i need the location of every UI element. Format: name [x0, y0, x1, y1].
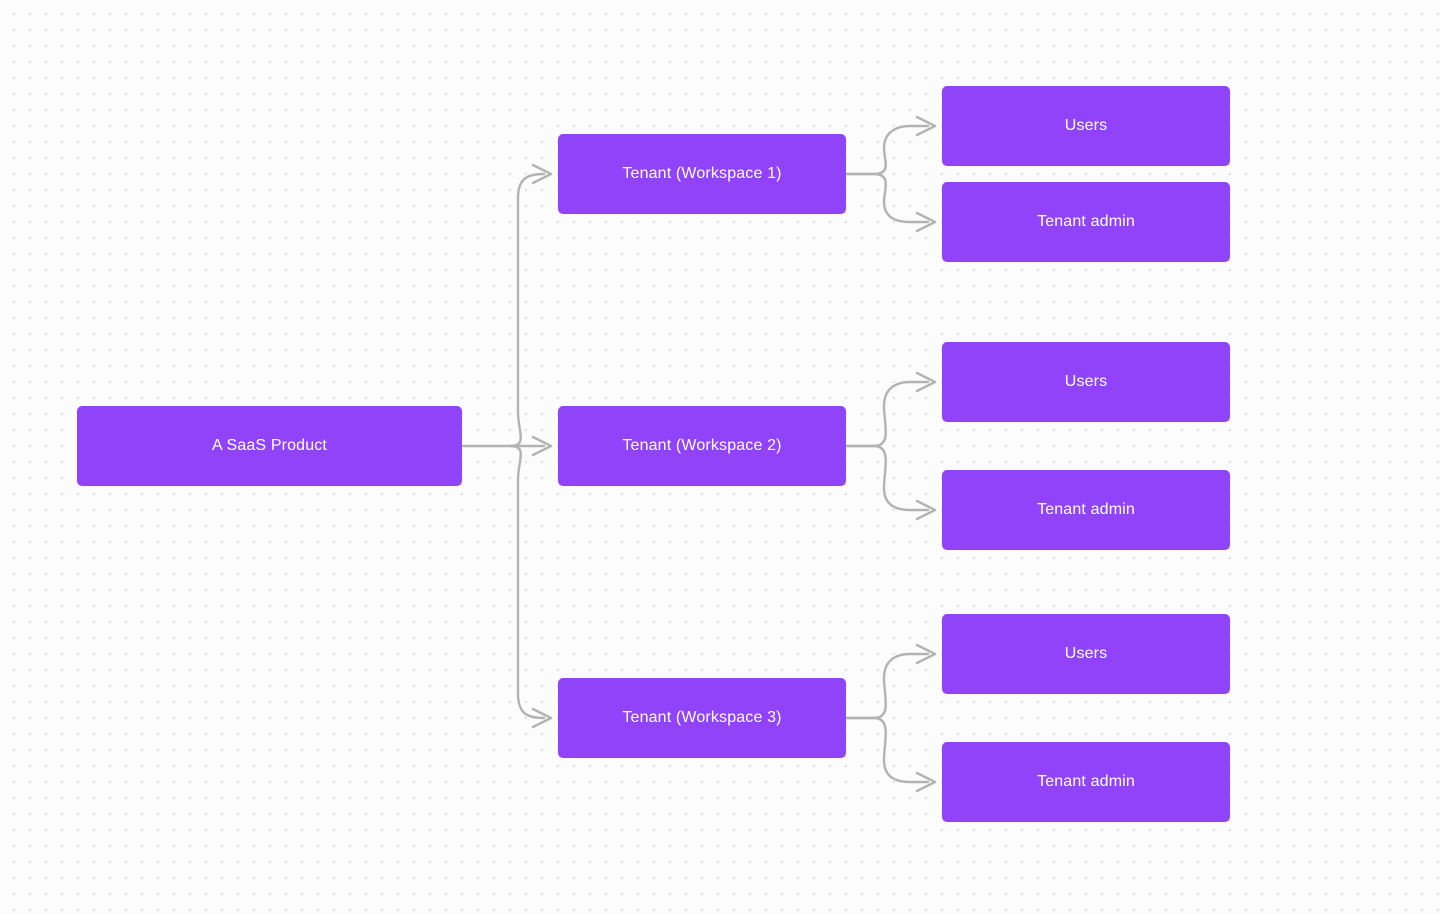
node-label: Users — [1064, 117, 1108, 134]
edge-tenant1-to-admin1 — [844, 172, 930, 224]
edge-tenant3-to-admin3-arrow — [915, 771, 937, 793]
edge-tenant3-to-users3 — [844, 652, 930, 720]
node-users-3[interactable]: Users — [942, 614, 1230, 694]
edge-tenant1-to-admin1-arrow — [915, 211, 937, 233]
edge-product-to-tenant3-arrow — [531, 707, 553, 729]
edge-product-to-tenant1-arrow — [531, 163, 553, 185]
edge-tenant1-to-users1 — [844, 124, 930, 176]
node-tenant-admin-2[interactable]: Tenant admin — [942, 470, 1230, 550]
edge-tenant3-to-admin3 — [844, 716, 930, 784]
node-saas-product[interactable]: A SaaS Product — [77, 406, 462, 486]
node-label: Tenant (Workspace 1) — [622, 165, 782, 182]
node-label: Users — [1064, 373, 1108, 390]
edge-tenant2-to-users2 — [844, 380, 930, 448]
node-tenant-workspace-3[interactable]: Tenant (Workspace 3) — [558, 678, 846, 758]
node-tenant-admin-1[interactable]: Tenant admin — [942, 182, 1230, 262]
edge-tenant3-to-users3-arrow — [915, 643, 937, 665]
node-label: Tenant (Workspace 3) — [622, 709, 782, 726]
edge-product-to-tenant3 — [508, 444, 546, 720]
edge-tenant1-to-users1-arrow — [915, 115, 937, 137]
node-label: Tenant admin — [1037, 213, 1135, 230]
node-label: Tenant admin — [1037, 501, 1135, 518]
edge-product-to-tenant2-arrow — [531, 435, 553, 457]
edge-tenant2-to-admin2-arrow — [915, 499, 937, 521]
edge-product-to-tenant1 — [508, 172, 546, 448]
edge-tenant2-to-users2-arrow — [915, 371, 937, 393]
node-label: Tenant admin — [1037, 773, 1135, 790]
node-tenant-admin-3[interactable]: Tenant admin — [942, 742, 1230, 822]
node-tenant-workspace-1[interactable]: Tenant (Workspace 1) — [558, 134, 846, 214]
node-label: Users — [1064, 645, 1108, 662]
node-users-1[interactable]: Users — [942, 86, 1230, 166]
edge-tenant2-to-admin2 — [844, 444, 930, 512]
node-label: Tenant (Workspace 2) — [622, 437, 782, 454]
node-tenant-workspace-2[interactable]: Tenant (Workspace 2) — [558, 406, 846, 486]
node-label: A SaaS Product — [211, 437, 328, 454]
node-users-2[interactable]: Users — [942, 342, 1230, 422]
